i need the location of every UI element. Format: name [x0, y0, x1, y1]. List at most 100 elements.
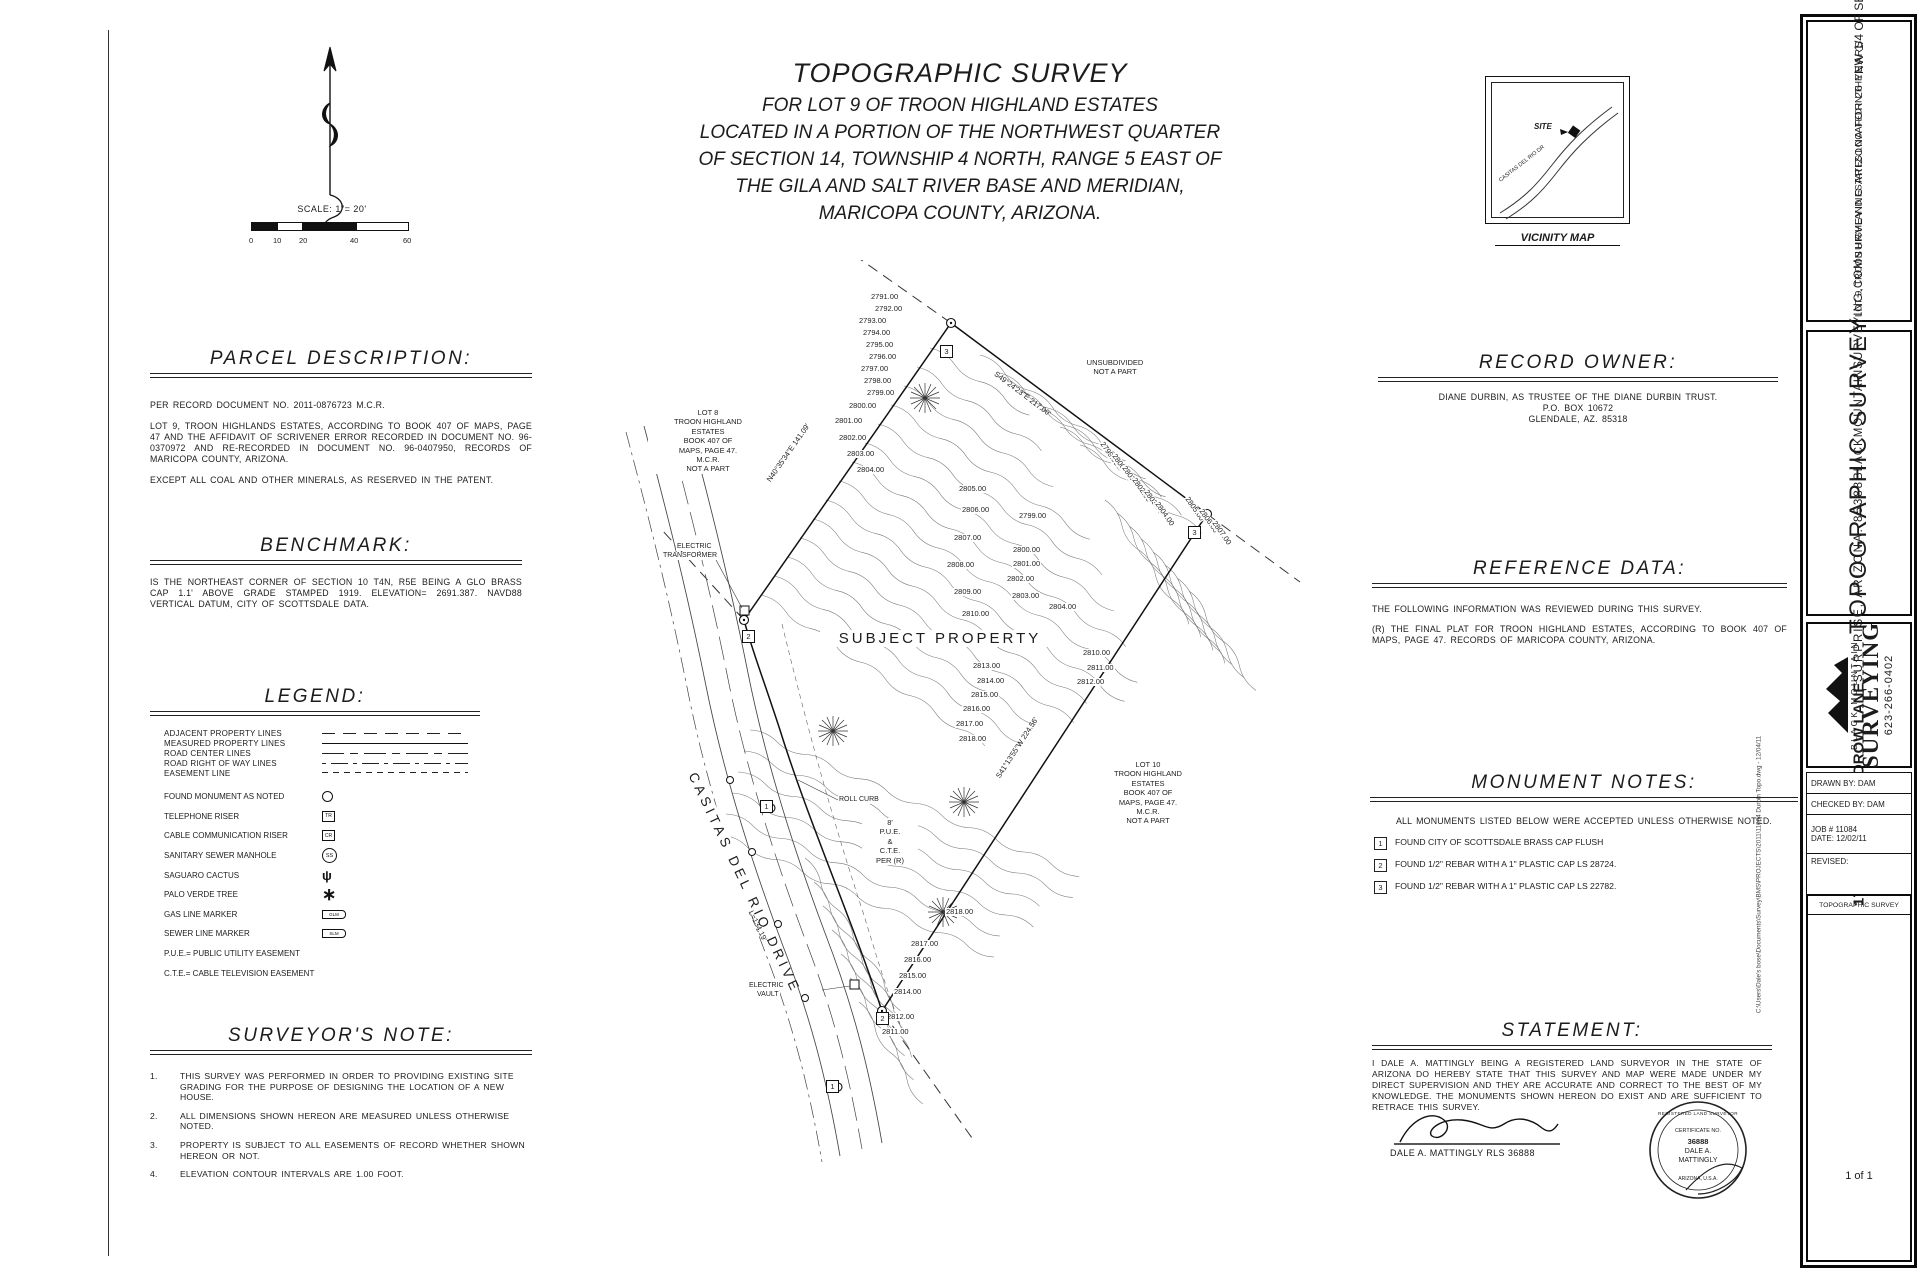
legend-line-item: EASEMENT LINE [164, 768, 480, 778]
legend-symbol-icon: SLM [322, 929, 346, 939]
legend-symbol-item: SEWER LINE MARKER SLM [164, 924, 480, 944]
heading-rule [150, 711, 480, 716]
legend-symbol-label: SEWER LINE MARKER [164, 929, 250, 939]
monument-note-item: 1 FOUND CITY OF SCOTTSDALE BRASS CAP FLU… [1374, 836, 1798, 850]
legend-symbol-label: PALO VERDE TREE [164, 890, 238, 900]
scale-bar [251, 222, 409, 231]
seal-bottom: ARIZONA, U.S.A. [1678, 1176, 1718, 1182]
record-owner-heading: RECORD OWNER: [1478, 352, 1678, 373]
page-title: TOPOGRAPHIC SURVEY [792, 58, 1128, 88]
monument-note-text: FOUND CITY OF SCOTTSDALE BRASS CAP FLUSH [1395, 836, 1604, 847]
surveyor-note-item: 3. PROPERTY IS SUBJECT TO ALL EASEMENTS … [150, 1140, 532, 1161]
scale-tick-label: 40 [350, 236, 359, 245]
pue-note-line: & [862, 836, 918, 847]
lot10-line: TROON HIGHLAND [1088, 769, 1208, 779]
logo-main-text: SURVEYING [1857, 621, 1883, 769]
legend-abbrev: P.U.E.= PUBLIC UTILITY EASEMENT [164, 949, 300, 959]
surveyor-note-item: 1. THIS SURVEY WAS PERFORMED IN ORDER TO… [150, 1071, 532, 1103]
legend-symbol-icon [322, 791, 333, 803]
contour-label: 2818.00 [945, 907, 975, 916]
contour-label: 2803.00 [1011, 591, 1041, 600]
pue-note-line: P.U.E. [862, 827, 918, 837]
monument-marker: 2 [742, 630, 755, 643]
benchmark-section: BENCHMARK: IS THE NORTHEAST CORNER OF SE… [150, 535, 522, 610]
parcel-description-section: PARCEL DESCRIPTION: PER RECORD DOCUMENT … [150, 348, 532, 485]
vicinity-inner-border [1491, 82, 1624, 218]
legend-line-label: ADJACENT PROPERTY LINES [164, 729, 282, 739]
survey-map: .contour{fill:none;stroke:#777;stroke-wi… [625, 260, 1301, 1163]
note-number: 3. [150, 1139, 158, 1150]
contour-label: 2810.00 [961, 609, 991, 618]
record-owner-line2: P.O. BOX 10672 [1542, 402, 1614, 413]
monument-marker: 3 [940, 345, 953, 358]
seal-name1: DALE A. [1684, 1148, 1712, 1155]
logo-phone: 623-266-0402 [1882, 654, 1895, 736]
legend-symbol-icon: ∗ [322, 884, 337, 904]
monument-marker: 3 [1188, 526, 1201, 539]
heading-rule [150, 373, 532, 378]
contour-label: 2797.00 [860, 364, 890, 373]
legend-symbol-item: SAGUARO CACTUS ψ [164, 865, 480, 885]
note-text: THIS SURVEY WAS PERFORMED IN ORDER TO PR… [180, 1071, 514, 1103]
contour-label: 2818.00 [958, 734, 988, 743]
monument-note-items: 1 FOUND CITY OF SCOTTSDALE BRASS CAP FLU… [1370, 836, 1798, 894]
note-number: 4. [150, 1169, 158, 1180]
parcel-description-p1: PER RECORD DOCUMENT NO. 2011-0876723 M.C… [150, 400, 385, 410]
contour-label: 2795.00 [865, 340, 895, 349]
job-number-text: JOB # 11084 [1811, 825, 1858, 834]
surveyors-note-section: SURVEYOR'S NOTE: 1. THIS SURVEY WAS PERF… [150, 1025, 532, 1188]
contour-label: 2801.00 [1012, 559, 1042, 568]
legend-line-item: ADJACENT PROPERTY LINES [164, 729, 480, 739]
contour-label: 2816.00 [962, 704, 992, 713]
strip-address-text: 17308 WEST WOODROW LANE SURPRISE, ARIZON… [1811, 40, 1907, 905]
title-line: LOCATED IN A PORTION OF THE NORTHWEST QU… [699, 122, 1221, 143]
subject-property-label: SUBJECT PROPERTY [820, 630, 1060, 647]
contour-label: 2814.00 [976, 676, 1006, 685]
lot10-line: MAPS, PAGE 47. [1088, 797, 1208, 808]
reference-data-section: REFERENCE DATA: THE FOLLOWING INFORMATIO… [1372, 558, 1787, 646]
scale-segment [356, 222, 409, 231]
drawn-by-text: DRAWN BY: DAM [1811, 778, 1876, 788]
strip-sheet-label: TOPOGRAPHIC SURVEY [1808, 902, 1910, 915]
surveyors-notes: 1. THIS SURVEY WAS PERFORMED IN ORDER TO… [150, 1071, 532, 1180]
contour-label: 2816.00 [903, 955, 933, 964]
contour-label: 2808.00 [946, 560, 976, 569]
sheet-border-left [108, 30, 109, 1256]
parcel-description-heading: PARCEL DESCRIPTION: [209, 348, 473, 369]
lot8-line: MAPS, PAGE 47. [648, 445, 768, 456]
contour-lines [719, 347, 1257, 1104]
monument-number-box: 3 [1374, 880, 1387, 894]
monument-note-text: FOUND 1/2" REBAR WITH A 1" PLASTIC CAP L… [1395, 880, 1617, 891]
heading-rule [1378, 377, 1778, 382]
legend-heading: LEGEND: [264, 686, 366, 707]
note-text: PROPERTY IS SUBJECT TO ALL EASEMENTS OF … [180, 1139, 525, 1161]
contour-label: 2793.00 [858, 316, 888, 325]
monument-marker: 2 [876, 1012, 889, 1025]
checked-by-row: CHECKED BY: DAM [1806, 793, 1912, 815]
contour-label: 2799.00 [1018, 511, 1048, 520]
benchmark-text: IS THE NORTHEAST CORNER OF SECTION 10 T4… [150, 577, 522, 609]
monument-marker: 1 [826, 1080, 839, 1093]
contour-label: 2804.00 [1048, 602, 1078, 611]
legend-section: LEGEND: ADJACENT PROPERTY LINES MEASURED… [150, 686, 480, 984]
scale-tick-label: 60 [403, 236, 412, 245]
title-line: MARICOPA COUNTY, ARIZONA. [818, 203, 1102, 224]
scale-tick-label: 20 [299, 236, 308, 245]
parcel-description-p2: LOT 9, TROON HIGHLANDS ESTATES, ACCORDIN… [150, 420, 532, 464]
legend-line-sample [322, 732, 468, 735]
contour-label: 2811.00 [1086, 663, 1115, 672]
title-line: OF SECTION 14, TOWNSHIP 4 NORTH, RANGE 5… [698, 149, 1222, 170]
legend-line-label: MEASURED PROPERTY LINES [164, 739, 286, 749]
scale-tick-label: 0 [249, 236, 254, 245]
contour-label: 2800.00 [848, 401, 878, 410]
strip-address-line: SURVEYING ARIZONA FOR 26 YEARS [1853, 40, 1865, 259]
date-text: DATE: 12/02/11 [1811, 834, 1867, 843]
contour-label: 2791.00 [870, 292, 900, 301]
contour-label: 2806.00 [961, 505, 991, 514]
lot8-line: ESTATES [648, 426, 768, 437]
vicinity-site-label: SITE [1534, 122, 1552, 131]
main-title-block: TOPOGRAPHIC SURVEY FOR LOT 9 OF TROON HI… [640, 58, 1280, 225]
title-strip [1800, 14, 1917, 1268]
note-text: ELEVATION CONTOUR INTERVALS ARE 1.00 FOO… [180, 1169, 404, 1180]
